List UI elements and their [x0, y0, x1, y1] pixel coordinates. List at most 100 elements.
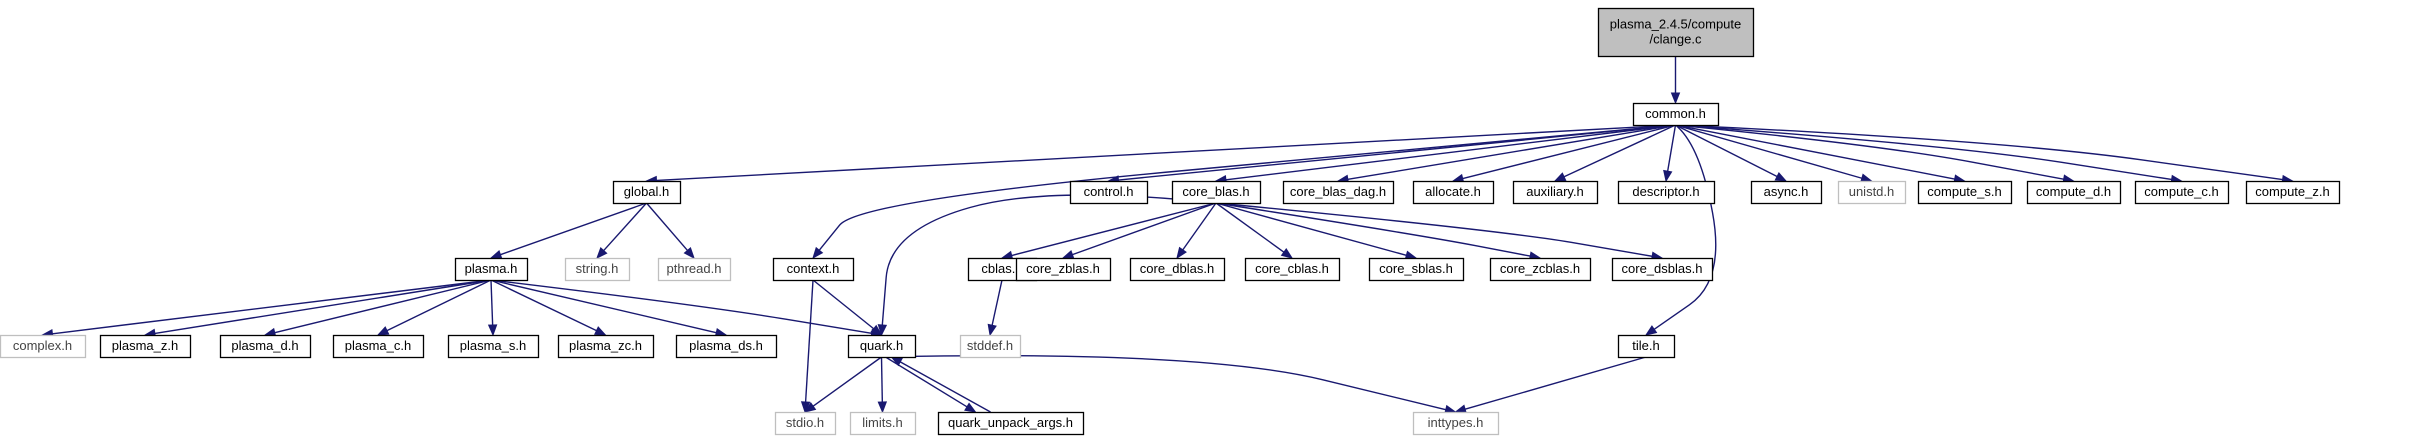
- node-context[interactable]: context.h: [772, 257, 855, 282]
- node-box: [99, 334, 192, 359]
- node-label: core_sblas.h: [1379, 261, 1453, 276]
- node-descriptor[interactable]: descriptor.h: [1617, 180, 1716, 205]
- node-label: core_dblas.h: [1140, 261, 1214, 276]
- edge-quark-to-inttypes: [881, 354, 1446, 411]
- edge-common-to-core_blas_dag: [1347, 124, 1676, 181]
- node-label: inttypes.h: [1428, 415, 1484, 430]
- node-label: plasma_c.h: [345, 338, 411, 353]
- node-quark-unpack-args[interactable]: quark_unpack_args.h: [937, 411, 1085, 436]
- node-plasma[interactable]: plasma.h: [454, 257, 529, 282]
- edge-core_blas-to-core_cblas: [1215, 202, 1285, 253]
- node-label: compute_s.h: [1927, 184, 2001, 199]
- node-label: compute_d.h: [2036, 184, 2111, 199]
- node-global[interactable]: global.h: [612, 180, 682, 205]
- arrowhead-icon: [1553, 172, 1567, 182]
- node-core-dblas[interactable]: core_dblas.h: [1129, 257, 1226, 282]
- node-label: plasma_zc.h: [569, 338, 642, 353]
- node-label: plasma.h: [465, 261, 518, 276]
- node-complex: complex.h: [0, 334, 87, 359]
- node-label: /clange.c: [1649, 32, 1702, 47]
- node-async[interactable]: async.h: [1750, 180, 1823, 205]
- edge-global-to-string: [603, 202, 648, 252]
- node-core-zcblas[interactable]: core_zcblas.h: [1489, 257, 1592, 282]
- node-string: string.h: [564, 257, 631, 282]
- node-box: [2245, 180, 2341, 205]
- node-box: [1617, 334, 1676, 359]
- arrowhead-icon: [1176, 246, 1187, 260]
- arrowhead-icon: [683, 246, 695, 260]
- node-tile[interactable]: tile.h: [1617, 334, 1676, 359]
- node-label: descriptor.h: [1632, 184, 1699, 199]
- edge-common-to-tile: [1653, 124, 1717, 330]
- node-label: plasma_ds.h: [689, 338, 763, 353]
- edge-global-to-plasma: [500, 202, 647, 256]
- node-box: [612, 180, 682, 205]
- edge-plasma-to-plasma_zc: [490, 279, 597, 332]
- node-box: [657, 257, 732, 282]
- node-compute-s[interactable]: compute_s.h: [1917, 180, 2013, 205]
- node-label: core_blas_dag.h: [1290, 184, 1386, 199]
- edge-global-to-pthread: [645, 202, 688, 251]
- arrowhead-icon: [1644, 325, 1658, 336]
- node-label: limits.h: [862, 415, 902, 430]
- node-label: plasma_z.h: [112, 338, 178, 353]
- node-allocate[interactable]: allocate.h: [1412, 180, 1495, 205]
- node-unistd: unistd.h: [1837, 180, 1907, 205]
- node-box: [1129, 257, 1226, 282]
- node-plasma-zc[interactable]: plasma_zc.h: [557, 334, 655, 359]
- node-box: [332, 334, 425, 359]
- arrowhead-icon: [877, 401, 888, 414]
- node-label: control.h: [1084, 184, 1134, 199]
- node-core-blas-dag[interactable]: core_blas_dag.h: [1282, 180, 1395, 205]
- node-root[interactable]: plasma_2.4.5/compute/clange.c: [1597, 7, 1755, 58]
- edge-plasma-to-quark: [490, 279, 872, 335]
- edge-plasma-to-plasma_c: [386, 279, 492, 332]
- node-box: [772, 257, 855, 282]
- node-common[interactable]: common.h: [1632, 102, 1720, 127]
- node-core-cblas[interactable]: core_cblas.h: [1244, 257, 1341, 282]
- edge-core_blas-to-core_zblas: [1072, 202, 1217, 256]
- node-label: plasma_2.4.5/compute: [1610, 17, 1742, 32]
- node-stddef: stddef.h: [959, 334, 1022, 359]
- arrowhead-icon: [964, 402, 977, 413]
- node-plasma-s[interactable]: plasma_s.h: [447, 334, 540, 359]
- node-box: [675, 334, 778, 359]
- node-plasma-c[interactable]: plasma_c.h: [332, 334, 425, 359]
- node-core-blas[interactable]: core_blas.h: [1171, 180, 1262, 205]
- node-control[interactable]: control.h: [1069, 180, 1149, 205]
- edge-quark-to-stdio: [812, 356, 882, 407]
- node-label: global.h: [624, 184, 670, 199]
- node-plasma-ds[interactable]: plasma_ds.h: [675, 334, 778, 359]
- node-label: quark.h: [860, 338, 903, 353]
- node-box: [1837, 180, 1907, 205]
- node-box: [0, 334, 87, 359]
- node-core-sblas[interactable]: core_sblas.h: [1368, 257, 1465, 282]
- node-label: core_zblas.h: [1026, 261, 1100, 276]
- node-plasma-d[interactable]: plasma_d.h: [219, 334, 312, 359]
- arrowhead-icon: [1061, 249, 1075, 259]
- node-box: [1015, 257, 1112, 282]
- node-core-zblas[interactable]: core_zblas.h: [1015, 257, 1112, 282]
- node-label: context.h: [787, 261, 840, 276]
- node-core-dsblas[interactable]: core_dsblas.h: [1611, 257, 1714, 282]
- node-box: [1632, 102, 1720, 127]
- node-box: [1512, 180, 1599, 205]
- node-box: [1412, 180, 1495, 205]
- node-label: core_blas.h: [1182, 184, 1249, 199]
- node-compute-d[interactable]: compute_d.h: [2026, 180, 2122, 205]
- node-label: stddef.h: [967, 338, 1013, 353]
- node-plasma-z[interactable]: plasma_z.h: [99, 334, 192, 359]
- arrowhead-icon: [803, 402, 817, 413]
- node-label: auxiliary.h: [1526, 184, 1584, 199]
- node-compute-z[interactable]: compute_z.h: [2245, 180, 2341, 205]
- edge-common-to-core_blas: [1225, 124, 1676, 181]
- node-auxiliary[interactable]: auxiliary.h: [1512, 180, 1599, 205]
- node-box: [1244, 257, 1341, 282]
- node-box: [1282, 180, 1395, 205]
- node-box: [1611, 257, 1714, 282]
- edge-context-to-stdio: [804, 279, 814, 403]
- node-label: common.h: [1645, 106, 1706, 121]
- edge-common-to-global: [656, 124, 1676, 182]
- node-quark[interactable]: quark.h: [847, 334, 917, 359]
- node-compute-c[interactable]: compute_c.h: [2134, 180, 2230, 205]
